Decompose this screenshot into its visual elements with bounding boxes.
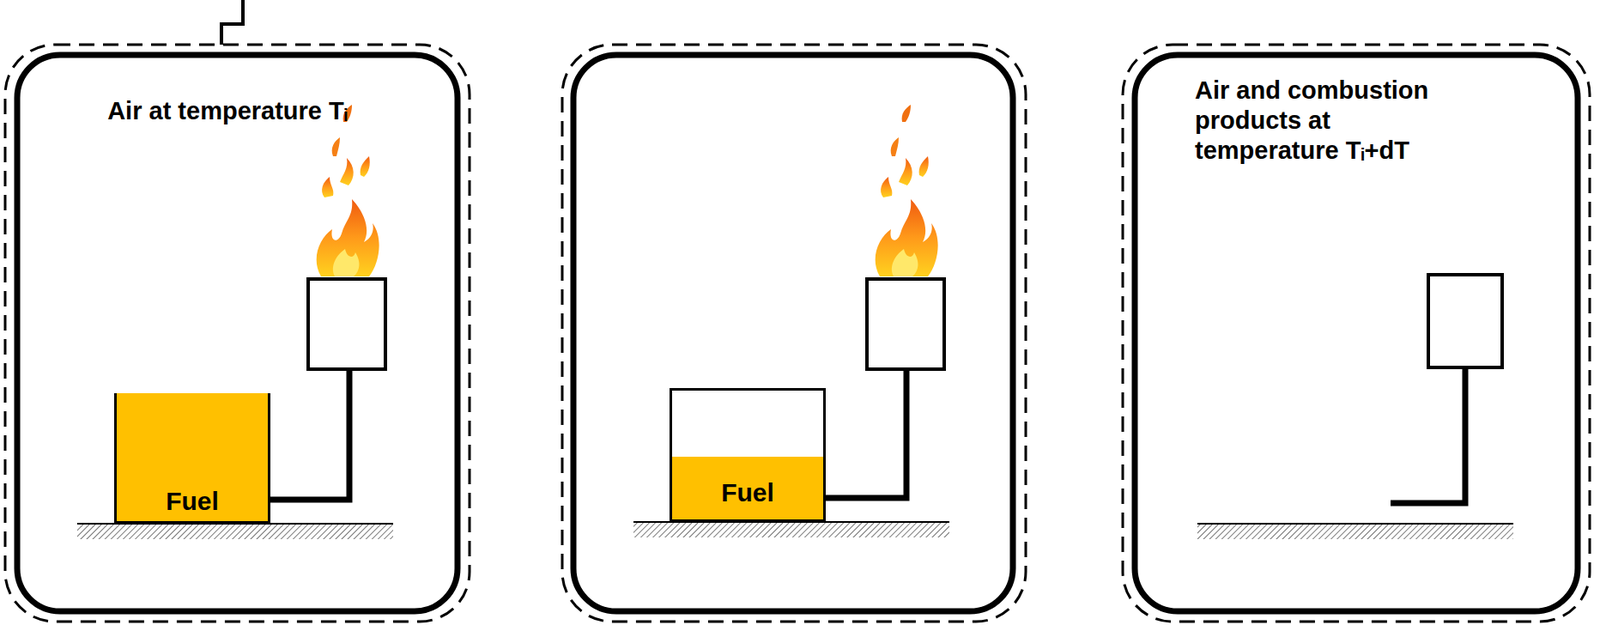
tank-label: Fuel (672, 478, 824, 508)
tank-label: Fuel (116, 486, 268, 516)
panel-caption: Air and combustion products at temperatu… (1194, 75, 1453, 165)
panel-caption: Air at temperature Tᵢ (94, 96, 361, 127)
fuel-tank: Fuel (114, 393, 271, 524)
fuel-tank: Fuel (669, 387, 826, 522)
